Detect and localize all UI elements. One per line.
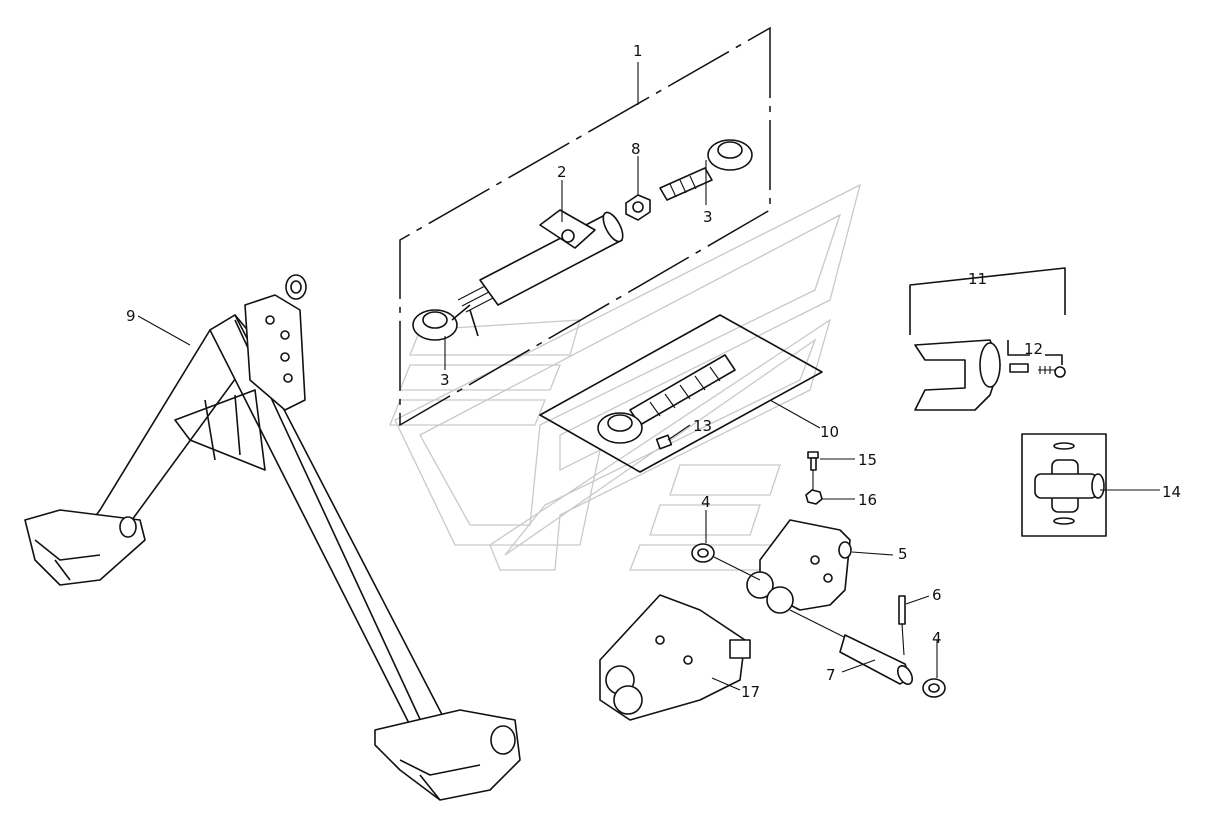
- ball-joint-frame: [539, 314, 823, 473]
- bracket-5: [746, 519, 852, 614]
- callout-7: 7: [826, 666, 836, 684]
- washer-4-left: [691, 543, 761, 581]
- top-link-assembly-frame: [399, 26, 771, 427]
- callout-10: 10: [820, 423, 839, 441]
- ball-joint-10: [597, 354, 736, 444]
- pin-7: [789, 609, 914, 685]
- callout-4-right: 4: [932, 629, 942, 647]
- top-link-assembly: [412, 139, 753, 341]
- callout-17: 17: [741, 683, 760, 701]
- callout-13: 13: [693, 417, 712, 435]
- grease-nipple-13: [655, 434, 673, 450]
- a-frame-9: [24, 274, 521, 801]
- callout-15: 15: [858, 451, 877, 469]
- callout-2: 2: [557, 163, 567, 181]
- callout-1: 1: [633, 42, 643, 60]
- watermark-logo: [389, 183, 861, 571]
- callout-6: 6: [932, 586, 942, 604]
- callout-5: 5: [898, 545, 908, 563]
- washer-4-right: [922, 678, 946, 698]
- callout-labels: 1 2 3 3 4 4 5 6 7 8 9 10 11 12 13 14 15 …: [126, 42, 1181, 701]
- callout-14: 14: [1162, 483, 1181, 501]
- callout-9: 9: [126, 307, 136, 325]
- nut-16: [805, 489, 823, 505]
- callout-12: 12: [1024, 340, 1043, 358]
- callout-11: 11: [968, 270, 987, 288]
- callout-16: 16: [858, 491, 877, 509]
- cross-journal-14: [1021, 433, 1107, 537]
- bolt-12: [1007, 340, 1066, 378]
- bracket-17: [599, 594, 751, 721]
- bolt-15: [807, 451, 819, 490]
- callout-4-left: 4: [701, 493, 711, 511]
- callout-8: 8: [631, 140, 641, 158]
- split-pin-6: [898, 595, 906, 656]
- callout-3-right: 3: [703, 208, 713, 226]
- leader-lines: [137, 62, 1160, 691]
- yoke-11: [909, 267, 1066, 411]
- callout-3-left: 3: [440, 371, 450, 389]
